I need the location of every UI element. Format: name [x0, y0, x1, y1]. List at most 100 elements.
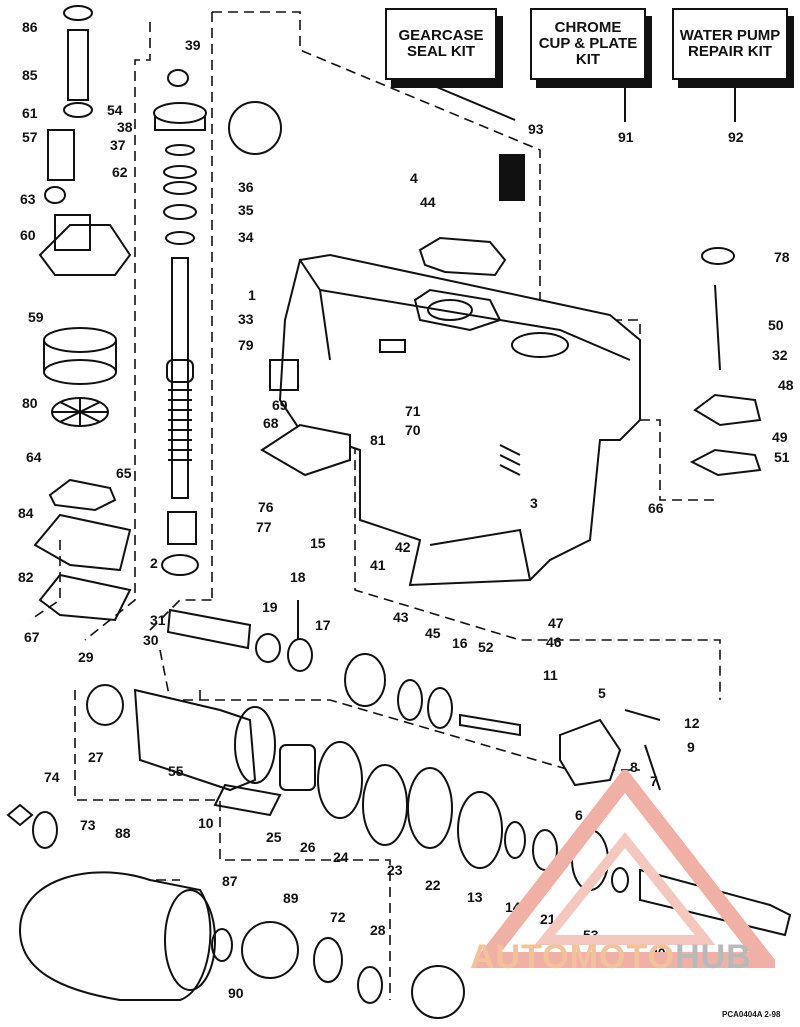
- part-label-34: 34: [238, 229, 254, 245]
- part-label-42: 42: [395, 539, 411, 555]
- part-label-37: 37: [110, 137, 126, 153]
- part-label-10: 10: [198, 815, 214, 831]
- part-label-78: 78: [774, 249, 790, 265]
- gasket-67: [38, 573, 132, 622]
- part-label-30: 30: [143, 632, 159, 648]
- bearing-45: [427, 687, 453, 729]
- part-label-13: 13: [467, 889, 483, 905]
- water-pump-repair-kit-box: WATER PUMP REPAIR KIT: [672, 8, 788, 80]
- part-label-24: 24: [333, 849, 349, 865]
- part-label-38: 38: [117, 119, 133, 135]
- bearing-26: [279, 744, 316, 791]
- part-label-21: 21: [540, 911, 556, 927]
- spacer-89: [241, 921, 299, 979]
- watermark-text: AUTOMOTOHUB: [470, 938, 752, 977]
- part-label-71: 71: [405, 403, 421, 419]
- watermark-triangle-logo: [475, 770, 775, 968]
- part-label-68: 68: [263, 415, 279, 431]
- part-label-84: 84: [18, 505, 34, 521]
- part-label-52: 52: [478, 639, 494, 655]
- part-label-3: 3: [530, 495, 538, 511]
- watermark-part2: HUB: [675, 938, 752, 976]
- bumper-79: [269, 359, 299, 391]
- part-label-16: 16: [452, 635, 468, 651]
- washer-90: [211, 928, 233, 962]
- washer-13: [504, 821, 526, 859]
- plate-82: [33, 513, 132, 572]
- kit-ref-91: 91: [618, 129, 634, 145]
- part-label-80: 80: [22, 395, 38, 411]
- gasket-84: [48, 478, 117, 512]
- part-label-5: 5: [598, 685, 606, 701]
- part-label-70: 70: [405, 422, 421, 438]
- part-label-27: 27: [88, 749, 104, 765]
- part-label-6: 6: [575, 807, 583, 823]
- plate-76: [260, 423, 351, 477]
- pump-housing: [38, 129, 132, 276]
- propeller: [18, 871, 212, 1001]
- pad-4: [499, 154, 525, 201]
- detail-callout-bottom: [411, 965, 465, 1019]
- detail-callout-top: [228, 101, 282, 155]
- part-label-66: 66: [648, 500, 664, 516]
- part-label-39: 39: [185, 37, 201, 53]
- driveshaft: [166, 257, 194, 499]
- part-label-43: 43: [393, 609, 409, 625]
- part-label-36: 36: [238, 179, 254, 195]
- part-label-19: 19: [262, 599, 278, 615]
- rod-50: [714, 284, 721, 371]
- part-label-7: 7: [650, 773, 658, 789]
- ring-19: [255, 633, 281, 663]
- part-label-46: 46: [546, 634, 562, 650]
- lever-9: [644, 744, 661, 791]
- washer-stack: [153, 69, 207, 245]
- part-label-50: 50: [768, 317, 784, 333]
- part-label-74: 74: [44, 769, 60, 785]
- gear-15: [344, 653, 386, 707]
- pin-12: [624, 709, 661, 721]
- part-label-18: 18: [290, 569, 306, 585]
- leader-93: [419, 79, 516, 121]
- part-label-62: 62: [112, 164, 128, 180]
- water-tube: [63, 5, 93, 118]
- part-label-11: 11: [543, 667, 558, 683]
- bearing-housing: [133, 688, 257, 792]
- shift-cradle-5: [559, 718, 622, 787]
- cover-48: [693, 393, 762, 427]
- part-label-12: 12: [684, 715, 700, 731]
- part-label-82: 82: [18, 569, 34, 585]
- part-label-77: 77: [256, 519, 272, 535]
- o-ring-24: [317, 741, 363, 819]
- gearcase-seal-kit-box: GEARCASE SEAL KIT: [385, 8, 497, 80]
- part-label-65: 65: [116, 465, 132, 481]
- chrome-cup-plate-kit-box: CHROME CUP & PLATE KIT: [530, 8, 646, 80]
- washer-53: [611, 867, 629, 893]
- nut-74: [6, 803, 34, 827]
- drawing-code: PCA0404A 2-98: [722, 1010, 781, 1019]
- part-label-8: 8: [630, 759, 638, 775]
- part-label-60: 60: [20, 227, 36, 243]
- anode-55: [213, 783, 282, 817]
- ring-23b: [407, 767, 453, 849]
- part-label-86: 86: [22, 19, 38, 35]
- plug-78: [701, 247, 735, 265]
- part-label-48: 48: [778, 377, 794, 393]
- part-label-29: 29: [78, 649, 94, 665]
- part-label-51: 51: [774, 449, 790, 465]
- gasket-51: [689, 448, 762, 477]
- part-label-9: 9: [687, 739, 695, 755]
- part-label-89: 89: [283, 890, 299, 906]
- part-label-26: 26: [300, 839, 316, 855]
- part-label-35: 35: [238, 202, 254, 218]
- part-label-88: 88: [115, 825, 131, 841]
- part-label-45: 45: [425, 625, 441, 641]
- part-label-49: 49: [772, 429, 788, 445]
- kit-ref-92: 92: [728, 129, 744, 145]
- part-label-32: 32: [772, 347, 788, 363]
- part-label-15: 15: [310, 535, 326, 551]
- part-label-63: 63: [20, 191, 36, 207]
- part-label-28: 28: [370, 922, 386, 938]
- gearcase-housing: [278, 253, 641, 587]
- part-label-44: 44: [420, 194, 436, 210]
